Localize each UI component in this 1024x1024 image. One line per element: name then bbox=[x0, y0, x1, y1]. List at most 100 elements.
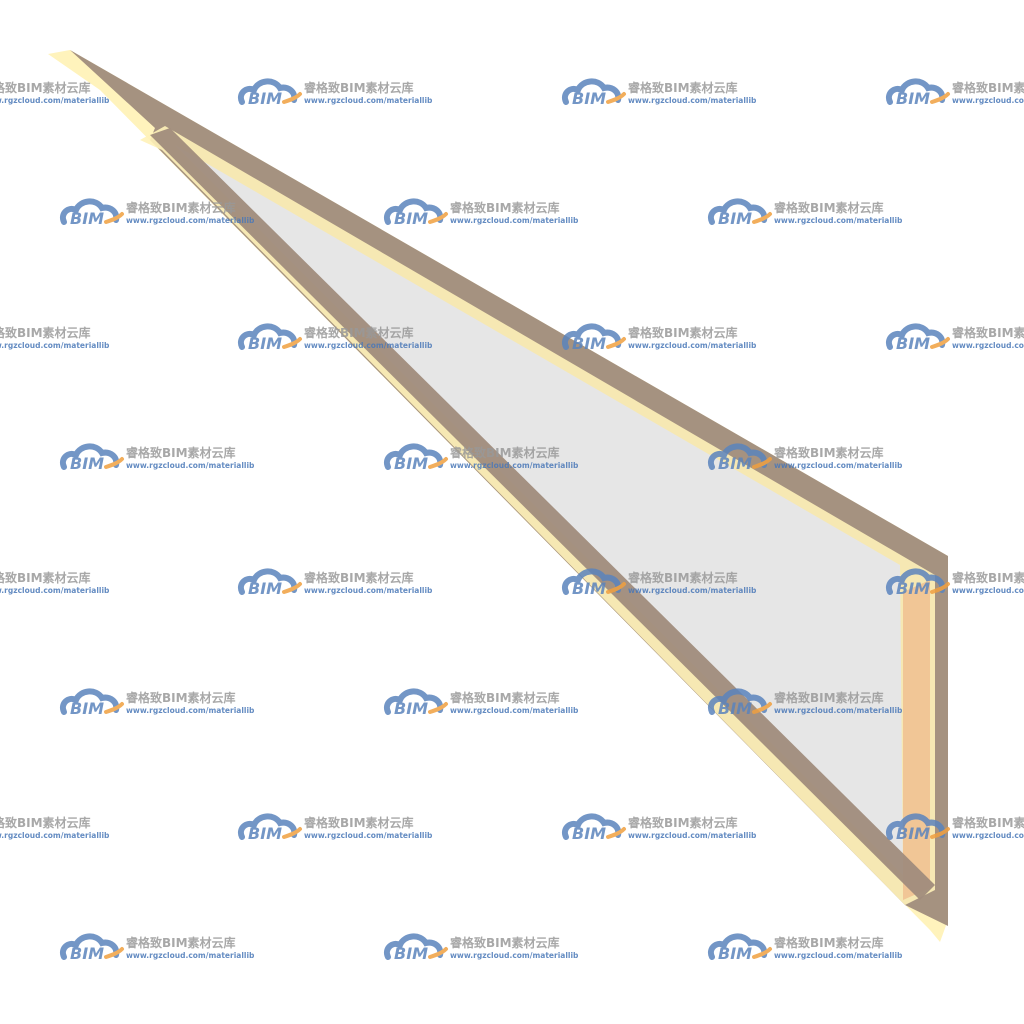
watermark-brand-text: 睿格致BIM素材云库 bbox=[450, 445, 560, 460]
bim-cloud-logo-icon: BIM bbox=[238, 568, 302, 598]
bim-logo-text: BIM bbox=[718, 209, 752, 228]
watermark-brand-text: 睿格致BIM素材云库 bbox=[304, 80, 414, 95]
watermark-tile: BIM 睿格致BIM素材云库www.rgzcloud.com/materialli… bbox=[708, 688, 903, 718]
watermark-tile: BIM 睿格致BIM素材云库www.rgzcloud.com/materialli… bbox=[886, 813, 1024, 843]
bim-logo-text: BIM bbox=[896, 89, 930, 108]
watermark-url-text: www.rgzcloud.com/materiallib bbox=[450, 461, 579, 470]
bim-logo-text: BIM bbox=[70, 944, 104, 963]
bim-logo-text: BIM bbox=[896, 334, 930, 353]
watermark-brand-text: 睿格致BIM素材云库 bbox=[126, 200, 236, 215]
watermark-url-text: www.rgzcloud.com/materiallib bbox=[450, 706, 579, 715]
watermark-layer: BIM睿格致BIM素材云库www.rgzcloud.com/materialli… bbox=[0, 78, 1024, 963]
watermark-url-text: www.rgzcloud.com/materiallib bbox=[0, 341, 110, 350]
watermark-url-text: www.rgzcloud.com/materiallib bbox=[304, 831, 433, 840]
watermark-tile: BIM睿格致BIM素材云库www.rgzcloud.com/materialli… bbox=[562, 813, 757, 843]
bim-logo-text: BIM bbox=[896, 579, 930, 598]
watermark-tile: BIM 睿格致BIM素材云库www.rgzcloud.com/materialli… bbox=[562, 323, 757, 353]
bim-logo-text: BIM bbox=[70, 209, 104, 228]
bim-logo-text: BIM bbox=[394, 699, 428, 718]
watermark-tile: BIM睿格致BIM素材云库www.rgzcloud.com/materialli… bbox=[238, 78, 433, 108]
watermark-url-text: www.rgzcloud.com/materiallib bbox=[774, 216, 903, 225]
watermark-brand-text: 睿格致BIM素材云库 bbox=[450, 690, 560, 705]
watermark-brand-text: 睿格致BIM素材云库 bbox=[774, 445, 884, 460]
bim-logo-text: BIM bbox=[572, 579, 606, 598]
watermark-url-text: www.rgzcloud.com/materiallib bbox=[126, 216, 255, 225]
watermark-tile: BIM睿格致BIM素材云库www.rgzcloud.com/materialli… bbox=[0, 815, 110, 840]
watermark-tile: BIM睿格致BIM素材云库www.rgzcloud.com/materialli… bbox=[0, 325, 110, 350]
watermark-tile: BIM睿格致BIM素材云库www.rgzcloud.com/materialli… bbox=[562, 78, 757, 108]
watermark-url-text: www.rgzcloud.com/materiallib bbox=[952, 831, 1024, 840]
bim-logo-text: BIM bbox=[718, 699, 752, 718]
bim-cloud-logo-icon: BIM bbox=[708, 933, 772, 963]
watermark-brand-text: 睿格致BIM素材云库 bbox=[952, 570, 1024, 585]
bim-logo-text: BIM bbox=[572, 824, 606, 843]
bim-cloud-logo-icon: BIM bbox=[384, 198, 448, 228]
watermark-brand-text: 睿格致BIM素材云库 bbox=[952, 80, 1024, 95]
watermark-brand-text: 睿格致BIM素材云库 bbox=[0, 570, 91, 585]
watermark-tile: BIM睿格致BIM素材云库www.rgzcloud.com/materialli… bbox=[60, 443, 255, 473]
bim-logo-text: BIM bbox=[248, 579, 282, 598]
watermark-url-text: www.rgzcloud.com/materiallib bbox=[628, 586, 757, 595]
bim-cloud-logo-icon: BIM bbox=[60, 443, 124, 473]
watermark-brand-text: 睿格致BIM素材云库 bbox=[0, 815, 91, 830]
bim-logo-text: BIM bbox=[394, 209, 428, 228]
watermark-url-text: www.rgzcloud.com/materiallib bbox=[628, 96, 757, 105]
watermark-brand-text: 睿格致BIM素材云库 bbox=[774, 200, 884, 215]
frame-right-vertical-strip bbox=[903, 580, 930, 900]
watermark-url-text: www.rgzcloud.com/materiallib bbox=[952, 341, 1024, 350]
watermark-brand-text: 睿格致BIM素材云库 bbox=[0, 325, 91, 340]
watermark-brand-text: 睿格致BIM素材云库 bbox=[126, 445, 236, 460]
glass-pane bbox=[175, 145, 903, 875]
watermark-tile: BIM 睿格致BIM素材云库www.rgzcloud.com/materialli… bbox=[384, 443, 579, 473]
watermark-tile: BIM睿格致BIM素材云库www.rgzcloud.com/materialli… bbox=[238, 813, 433, 843]
watermark-brand-text: 睿格致BIM素材云库 bbox=[952, 815, 1024, 830]
bim-cloud-logo-icon: BIM bbox=[238, 323, 302, 353]
bim-logo-text: BIM bbox=[718, 454, 752, 473]
watermark-brand-text: 睿格致BIM素材云库 bbox=[450, 935, 560, 950]
watermark-tile: BIM睿格致BIM素材云库www.rgzcloud.com/materialli… bbox=[0, 570, 110, 595]
watermark-tile: BIM睿格致BIM素材云库www.rgzcloud.com/materialli… bbox=[886, 78, 1024, 108]
bim-logo-text: BIM bbox=[394, 944, 428, 963]
watermark-tile: BIM睿格致BIM素材云库www.rgzcloud.com/materialli… bbox=[886, 568, 1024, 598]
watermark-url-text: www.rgzcloud.com/materiallib bbox=[0, 831, 110, 840]
watermark-url-text: www.rgzcloud.com/materiallib bbox=[628, 831, 757, 840]
watermark-brand-text: 睿格致BIM素材云库 bbox=[774, 690, 884, 705]
watermark-url-text: www.rgzcloud.com/materiallib bbox=[304, 586, 433, 595]
watermark-url-text: www.rgzcloud.com/materiallib bbox=[450, 216, 579, 225]
bim-cloud-logo-icon: BIM bbox=[238, 78, 302, 108]
watermark-brand-text: 睿格致BIM素材云库 bbox=[304, 325, 414, 340]
bim-cloud-logo-icon: BIM bbox=[562, 323, 626, 353]
watermark-brand-text: 睿格致BIM素材云库 bbox=[952, 325, 1024, 340]
watermark-tile: BIM睿格致BIM素材云库www.rgzcloud.com/materialli… bbox=[60, 688, 255, 718]
watermark-tile: BIM 睿格致BIM素材云库www.rgzcloud.com/materialli… bbox=[60, 198, 255, 228]
bim-cloud-logo-icon: BIM bbox=[886, 323, 950, 353]
watermark-tile: BIM 睿格致BIM素材云库www.rgzcloud.com/materialli… bbox=[708, 933, 903, 963]
bim-cloud-logo-icon: BIM bbox=[886, 568, 950, 598]
watermark-tile: BIM睿格致BIM素材云库www.rgzcloud.com/materialli… bbox=[238, 568, 433, 598]
watermark-brand-text: 睿格致BIM素材云库 bbox=[628, 325, 738, 340]
bim-cloud-logo-icon: BIM bbox=[886, 78, 950, 108]
watermark-tile: BIM睿格致BIM素材云库www.rgzcloud.com/materialli… bbox=[384, 198, 579, 228]
watermark-tile: BIM 睿格致BIM素材云库www.rgzcloud.com/materialli… bbox=[562, 568, 757, 598]
bim-cloud-logo-icon: BIM bbox=[562, 813, 626, 843]
watermark-brand-text: 睿格致BIM素材云库 bbox=[774, 935, 884, 950]
bim-logo-text: BIM bbox=[394, 454, 428, 473]
watermark-url-text: www.rgzcloud.com/materiallib bbox=[774, 706, 903, 715]
watermark-tile: BIM睿格致BIM素材云库www.rgzcloud.com/materialli… bbox=[384, 933, 579, 963]
watermark-url-text: www.rgzcloud.com/materiallib bbox=[304, 341, 433, 350]
bim-logo-text: BIM bbox=[572, 334, 606, 353]
bim-logo-text: BIM bbox=[718, 944, 752, 963]
watermark-url-text: www.rgzcloud.com/materiallib bbox=[126, 951, 255, 960]
watermark-url-text: www.rgzcloud.com/materiallib bbox=[304, 96, 433, 105]
watermark-tile: BIM睿格致BIM素材云库www.rgzcloud.com/materialli… bbox=[0, 80, 110, 105]
watermark-brand-text: 睿格致BIM素材云库 bbox=[628, 570, 738, 585]
watermark-tile: BIM 睿格致BIM素材云库www.rgzcloud.com/materialli… bbox=[886, 323, 1024, 353]
bim-logo-text: BIM bbox=[248, 824, 282, 843]
bim-cloud-logo-icon: BIM bbox=[708, 198, 772, 228]
watermark-url-text: www.rgzcloud.com/materiallib bbox=[774, 951, 903, 960]
bim-logo-text: BIM bbox=[896, 824, 930, 843]
watermark-url-text: www.rgzcloud.com/materiallib bbox=[0, 586, 110, 595]
bim-cloud-logo-icon: BIM bbox=[60, 933, 124, 963]
watermark-url-text: www.rgzcloud.com/materiallib bbox=[628, 341, 757, 350]
watermark-tile: BIM 睿格致BIM素材云库www.rgzcloud.com/materialli… bbox=[708, 198, 903, 228]
